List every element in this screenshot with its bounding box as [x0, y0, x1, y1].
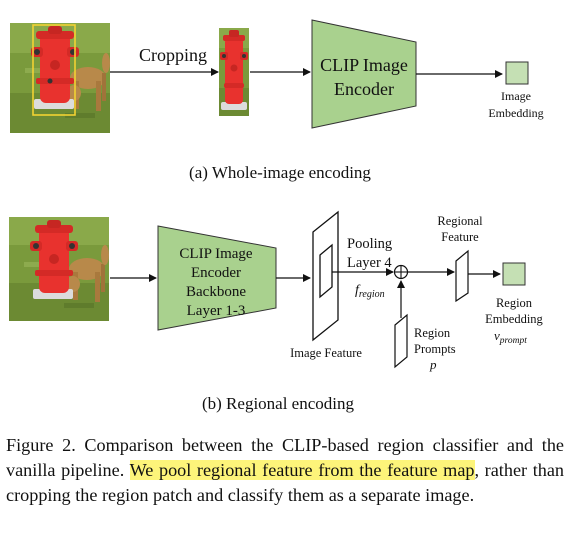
region-embedding-line2: Embedding — [485, 312, 543, 326]
backbone-label-line4: Layer 1-3 — [187, 303, 246, 319]
panel-a-caption: (a) Whole-image encoding — [189, 163, 371, 182]
panel-b: CLIP Image Encoder Backbone Layer 1-3 Im… — [9, 210, 544, 413]
panel-a: Cropping CLIP Image Encoder Image — [10, 19, 544, 182]
regional-feature-line2: Feature — [441, 230, 479, 244]
region-embedding-square — [502, 262, 526, 286]
f-region-label: fregion — [355, 283, 385, 300]
image-feature-label: Image Feature — [290, 346, 362, 360]
region-prompts-symbol: p — [429, 357, 437, 372]
v-prompt-label: vprompt — [494, 328, 527, 346]
pooling-label-line1: Pooling — [347, 236, 392, 252]
caption-rest: , rather than cropping the region patch … — [6, 460, 565, 505]
region-prompts-block — [394, 313, 408, 369]
crop-label: Cropping — [139, 45, 207, 65]
input-photo-b — [9, 217, 109, 321]
encoder-label-line1: CLIP Image — [320, 55, 408, 75]
caption-lead: Figure 2. Comparison between the CLIP-ba… — [6, 435, 564, 480]
input-photo-a — [10, 23, 110, 133]
image-embedding-label-line1: Image — [501, 89, 531, 103]
region-embedding-line1: Region — [496, 296, 533, 310]
image-embedding-square — [505, 61, 529, 85]
region-prompts-line1: Region — [414, 326, 451, 340]
backbone-label-line2: Encoder — [191, 265, 241, 281]
backbone-label-line3: Backbone — [186, 284, 246, 300]
backbone-label-line1: CLIP Image — [179, 246, 253, 262]
image-embedding-label-line2: Embedding — [488, 106, 543, 120]
clip-image-encoder — [311, 19, 417, 129]
figure-caption: Figure 2. Comparison between the CLIP-ba… — [6, 433, 564, 508]
combine-operator — [393, 264, 409, 280]
caption-highlight: We pool regional feature from the featur… — [129, 460, 475, 480]
encoder-label-line2: Encoder — [334, 79, 394, 99]
crop-box — [32, 24, 76, 116]
cropped-patch — [219, 28, 249, 116]
feature-region — [319, 243, 333, 299]
clip-backbone — [157, 225, 277, 331]
figure-diagram: Cropping CLIP Image Encoder Image — [9, 19, 544, 413]
regional-feature-block — [455, 249, 469, 303]
pooling-label-line2: Layer 4 — [347, 255, 392, 271]
region-prompts-line2: Prompts — [414, 342, 456, 356]
regional-feature-line1: Regional — [437, 214, 483, 228]
panel-b-caption: (b) Regional encoding — [202, 394, 355, 413]
